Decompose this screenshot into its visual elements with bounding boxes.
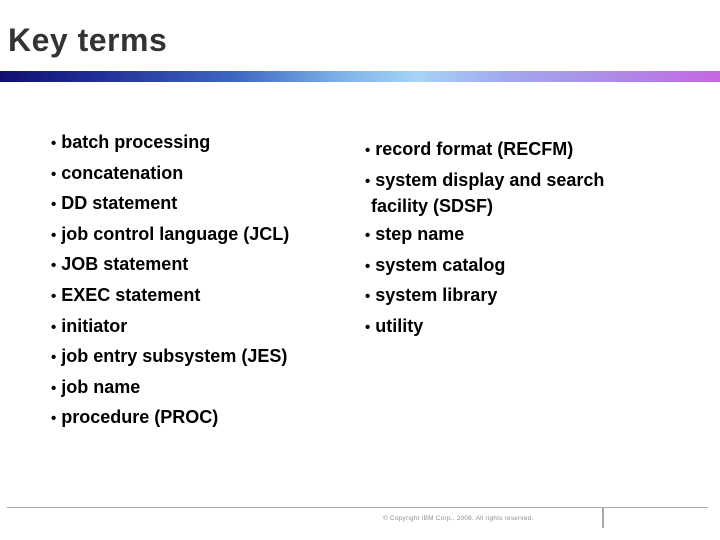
- copyright-text: © Copyright IBM Corp., 2008. All rights …: [383, 515, 534, 522]
- term-text: JOB statement: [61, 254, 189, 275]
- list-item: •DD statement: [51, 191, 363, 217]
- bullet-icon: •: [365, 142, 371, 159]
- list-item: •system library: [365, 283, 633, 309]
- term-text: utility: [375, 315, 424, 336]
- list-item: •record format (RECFM): [365, 137, 633, 163]
- bullet-icon: •: [365, 318, 371, 336]
- term-text: batch processing: [61, 132, 211, 152]
- bullet-icon: •: [51, 226, 57, 244]
- term-text: DD statement: [61, 193, 178, 214]
- list-item: •batch processing: [51, 130, 363, 156]
- bullet-icon: •: [51, 165, 57, 183]
- footer-divider: [602, 507, 604, 528]
- bullet-icon: •: [51, 349, 57, 367]
- bullet-icon: •: [51, 196, 57, 214]
- bullet-icon: •: [51, 287, 57, 305]
- bullet-icon: •: [51, 318, 57, 336]
- bullet-icon: •: [51, 410, 57, 428]
- list-item: •utility: [365, 314, 633, 340]
- term-text: system catalog: [375, 254, 506, 275]
- term-text: job entry subsystem (JES): [61, 346, 288, 367]
- slide-title: Key terms: [8, 22, 168, 58]
- list-item: •initiator: [51, 314, 363, 340]
- list-item: •job control language (JCL): [51, 222, 363, 248]
- list-item: •system catalog: [365, 253, 633, 279]
- bullet-icon: •: [365, 227, 371, 245]
- list-item: •job entry subsystem (JES): [51, 344, 363, 370]
- bullet-icon: •: [365, 172, 371, 190]
- term-text: concatenation: [61, 162, 184, 183]
- title-divider-gradient: [0, 71, 720, 82]
- list-item: •system display and search facility (SDS…: [365, 168, 633, 218]
- key-terms-list-right: •record format (RECFM) •system display a…: [365, 137, 633, 345]
- term-text: record format (RECFM): [375, 139, 574, 159]
- bullet-icon: •: [51, 135, 57, 152]
- term-text: system display and search facility (SDSF…: [371, 169, 605, 216]
- list-item: •job name: [51, 375, 363, 401]
- term-text: job control language (JCL): [61, 223, 290, 244]
- term-text: system library: [375, 285, 498, 306]
- bullet-icon: •: [51, 257, 57, 275]
- list-item: •concatenation: [51, 161, 363, 187]
- list-item: •EXEC statement: [51, 283, 363, 309]
- list-item: •step name: [365, 222, 633, 248]
- key-terms-list-left: •batch processing •concatenation •DD sta…: [51, 130, 363, 436]
- term-text: procedure (PROC): [61, 407, 219, 428]
- term-text: step name: [375, 224, 465, 245]
- footer-rule: [7, 507, 708, 508]
- term-text: EXEC statement: [61, 284, 201, 305]
- list-item: •JOB statement: [51, 252, 363, 278]
- bullet-icon: •: [365, 257, 371, 275]
- term-text: initiator: [61, 315, 128, 336]
- list-item: •procedure (PROC): [51, 405, 363, 431]
- bullet-icon: •: [365, 288, 371, 306]
- term-text: job name: [61, 376, 141, 397]
- bullet-icon: •: [51, 379, 57, 397]
